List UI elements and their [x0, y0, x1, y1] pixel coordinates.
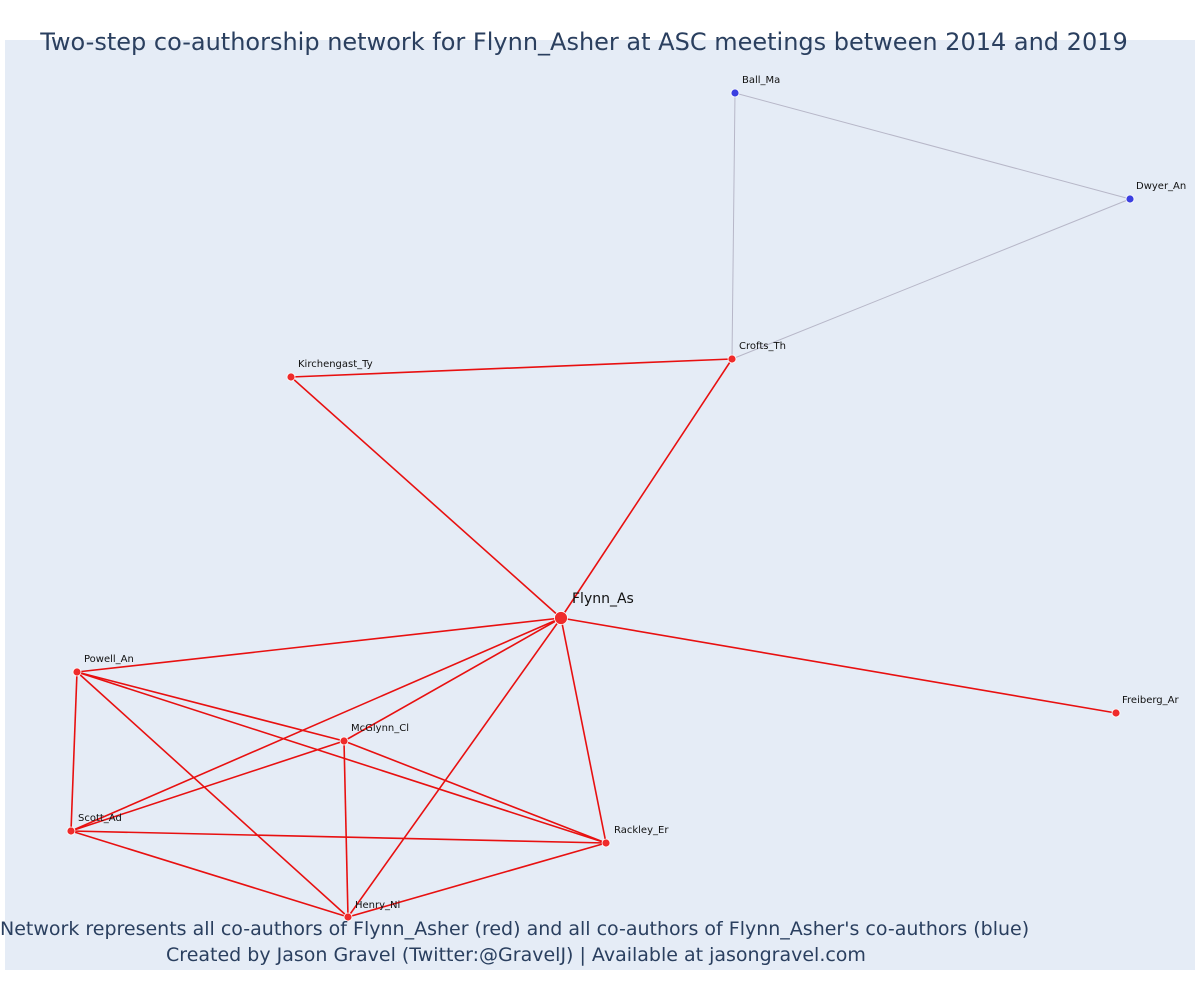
- caption-credit-line: Created by Jason Gravel (Twitter:@Gravel…: [166, 944, 866, 966]
- edge-Scott_Ad-Henry_Ni: [70, 830, 349, 918]
- node-label-Ball_Ma: Ball_Ma: [742, 75, 780, 86]
- node-label-Henry_Ni: Henry_Ni: [355, 900, 400, 911]
- edge-McGlynn_Cl-Rackley_Er: [343, 740, 607, 844]
- node-label-McGlynn_Cl: McGlynn_Cl: [351, 723, 409, 734]
- label-layer: Flynn_As Crofts_ThKirchengast_TyPowell_An…: [78, 75, 1186, 911]
- edge-McGlynn_Cl-Scott_Ad: [70, 740, 345, 832]
- edge-layer: [70, 92, 1131, 918]
- node-Scott_Ad[interactable]: [66, 826, 76, 836]
- edge-Flynn_As-McGlynn_Cl: [343, 617, 562, 742]
- node-Freiberg_Ar[interactable]: [1111, 708, 1121, 718]
- edge-Ball_Ma-Dwyer_An: [734, 92, 1131, 200]
- edge-Scott_Ad-Rackley_Er: [70, 830, 607, 844]
- edge-Powell_An-McGlynn_Cl: [76, 671, 345, 742]
- node-Ball_Ma[interactable]: [730, 88, 740, 98]
- edge-McGlynn_Cl-Henry_Ni: [343, 740, 349, 918]
- node-layer: [66, 88, 1135, 922]
- node-label-Flynn_As: Flynn_As: [572, 591, 634, 607]
- node-label-Freiberg_Ar: Freiberg_Ar: [1122, 695, 1179, 706]
- edge-Flynn_As-Scott_Ad: [70, 617, 562, 832]
- node-label-Rackley_Er: Rackley_Er: [614, 825, 669, 836]
- edge-Flynn_As-Kirchengast_Ty: [290, 376, 562, 619]
- edge-Henry_Ni-Rackley_Er: [347, 842, 607, 918]
- node-McGlynn_Cl[interactable]: [339, 736, 349, 746]
- node-label-Scott_Ad: Scott_Ad: [78, 813, 122, 824]
- edge-Crofts_Th-Dwyer_An: [731, 198, 1131, 360]
- caption-legend-line: Network represents all co-authors of Fly…: [0, 918, 1030, 940]
- node-Rackley_Er[interactable]: [601, 838, 611, 848]
- chart-title: Two-step co-authorship network for Flynn…: [40, 28, 1128, 56]
- node-label-Kirchengast_Ty: Kirchengast_Ty: [298, 359, 373, 370]
- node-Crofts_Th[interactable]: [727, 354, 737, 364]
- node-Kirchengast_Ty[interactable]: [286, 372, 296, 382]
- node-Dwyer_An[interactable]: [1125, 194, 1135, 204]
- edge-Flynn_As-Powell_An: [76, 617, 562, 673]
- edge-Flynn_As-Freiberg_Ar: [560, 617, 1117, 714]
- node-Powell_An[interactable]: [72, 667, 82, 677]
- edge-Flynn_As-Henry_Ni: [347, 617, 562, 918]
- edge-Powell_An-Rackley_Er: [76, 671, 607, 844]
- edge-Kirchengast_Ty-Crofts_Th: [290, 358, 733, 378]
- edge-Powell_An-Henry_Ni: [76, 671, 349, 918]
- edge-Flynn_As-Crofts_Th: [560, 358, 733, 619]
- node-label-Crofts_Th: Crofts_Th: [739, 341, 786, 352]
- node-Henry_Ni[interactable]: [343, 912, 353, 922]
- node-Flynn_As[interactable]: [554, 611, 568, 625]
- node-label-Dwyer_An: Dwyer_An: [1136, 181, 1186, 192]
- edge-Powell_An-Scott_Ad: [70, 671, 78, 832]
- node-label-Powell_An: Powell_An: [84, 654, 134, 665]
- edge-Crofts_Th-Ball_Ma: [731, 92, 736, 360]
- edge-Flynn_As-Rackley_Er: [560, 617, 607, 844]
